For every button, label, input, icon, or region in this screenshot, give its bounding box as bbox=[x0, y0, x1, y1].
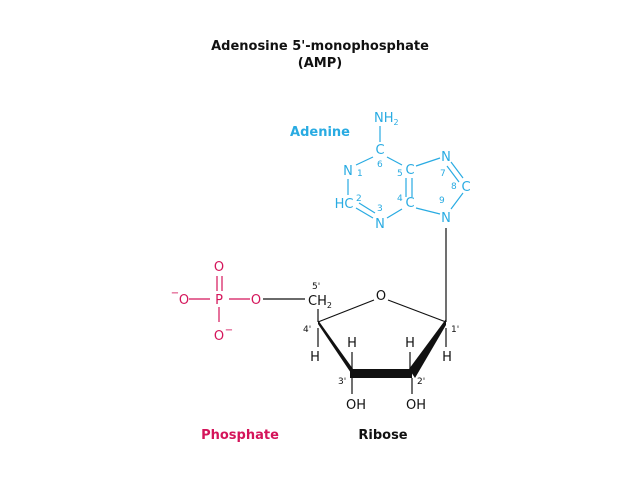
atom-h-1prime: H bbox=[442, 350, 452, 365]
atom-o-bottom: O bbox=[214, 329, 224, 344]
adenine-group: Adenine NH2 C N HC N C C N bbox=[290, 111, 471, 232]
atom-c5: C bbox=[405, 163, 414, 178]
atom-o-bridge: O bbox=[251, 293, 261, 308]
atom-c2: HC bbox=[335, 197, 354, 212]
adenine-label: Adenine bbox=[290, 125, 350, 140]
bond-c6-c5 bbox=[386, 156, 403, 166]
atom-c6: C bbox=[375, 143, 384, 158]
num-4prime: 4' bbox=[303, 325, 311, 335]
num-6: 6 bbox=[377, 160, 383, 170]
atom-o-top: O bbox=[214, 260, 224, 275]
ribose-group: CH2 O H H H H OH OH 5' 4' 3' 2' 1' bbox=[303, 282, 459, 413]
atom-p: P bbox=[215, 293, 223, 308]
atom-n9: N bbox=[441, 211, 451, 226]
wedge-c4prime-c3prime bbox=[318, 320, 353, 376]
phosphate-atoms: O − O P O O − bbox=[171, 260, 261, 344]
atom-n1: N bbox=[343, 164, 353, 179]
atom-h-3prime: H bbox=[347, 336, 357, 351]
atom-nh2: NH2 bbox=[374, 111, 399, 127]
atom-ring-o: O bbox=[376, 289, 386, 304]
phosphate-bonds bbox=[189, 276, 250, 322]
bond-c2-n3-a bbox=[355, 207, 374, 219]
bond-o-c1prime bbox=[387, 299, 447, 323]
atom-c4: C bbox=[405, 196, 414, 211]
num-2: 2 bbox=[356, 194, 362, 204]
num-8: 8 bbox=[451, 182, 457, 192]
atom-o-left: O bbox=[179, 293, 189, 308]
num-4: 4 bbox=[397, 194, 403, 204]
atom-h-4prime: H bbox=[310, 350, 320, 365]
bond-c4prime-o bbox=[317, 299, 375, 323]
bond-c4-n9 bbox=[415, 207, 441, 215]
ribose-atoms: CH2 O H H H H OH OH bbox=[308, 289, 452, 413]
atom-n7: N bbox=[441, 150, 451, 165]
bond-n7-c8-a bbox=[450, 161, 464, 179]
atom-ch2: CH2 bbox=[308, 294, 332, 310]
atom-oh-2prime: OH bbox=[406, 398, 426, 413]
adenine-atoms: NH2 C N HC N C C N C N bbox=[335, 111, 471, 232]
ribose-label: Ribose bbox=[358, 428, 407, 443]
bond-c2-n3-b bbox=[358, 202, 376, 214]
num-2prime: 2' bbox=[417, 377, 425, 387]
bond-n3-c4 bbox=[386, 208, 403, 219]
atom-h-2prime: H bbox=[405, 336, 415, 351]
bond-n7-c8-b bbox=[446, 165, 460, 183]
atom-n3: N bbox=[375, 217, 385, 232]
wedge-c2prime-c1prime bbox=[409, 319, 446, 378]
num-5prime: 5' bbox=[312, 282, 320, 292]
bond-c5-n7 bbox=[415, 157, 441, 167]
diagram-title-line1: Adenosine 5'-monophosphate bbox=[211, 39, 429, 54]
wedge-c3prime-c2prime bbox=[350, 369, 412, 378]
adenine-numbers: 1 2 3 4 5 6 7 8 9 bbox=[356, 160, 457, 214]
num-9: 9 bbox=[439, 196, 445, 206]
num-3prime: 3' bbox=[338, 377, 346, 387]
atom-c8: C bbox=[461, 180, 470, 195]
ribose-prime-numbers: 5' 4' 3' 2' 1' bbox=[303, 282, 459, 387]
num-1prime: 1' bbox=[451, 325, 459, 335]
bond-c6-n1 bbox=[355, 156, 374, 166]
ribose-substituent-bonds bbox=[317, 328, 447, 394]
phosphate-label: Phosphate bbox=[201, 428, 279, 443]
atom-oh-3prime: OH bbox=[346, 398, 366, 413]
num-1: 1 bbox=[357, 169, 363, 179]
charge-o-bottom: − bbox=[225, 325, 233, 336]
phosphate-group: O − O P O O − bbox=[171, 260, 261, 344]
num-5: 5 bbox=[397, 169, 403, 179]
num-3: 3 bbox=[377, 204, 383, 214]
charge-o-left: − bbox=[171, 288, 179, 299]
num-7: 7 bbox=[440, 169, 446, 179]
diagram-title-line2: (AMP) bbox=[298, 56, 342, 71]
adenine-bonds bbox=[347, 126, 464, 219]
bond-c8-n9 bbox=[450, 192, 464, 210]
ribose-ring-bonds bbox=[317, 299, 447, 323]
